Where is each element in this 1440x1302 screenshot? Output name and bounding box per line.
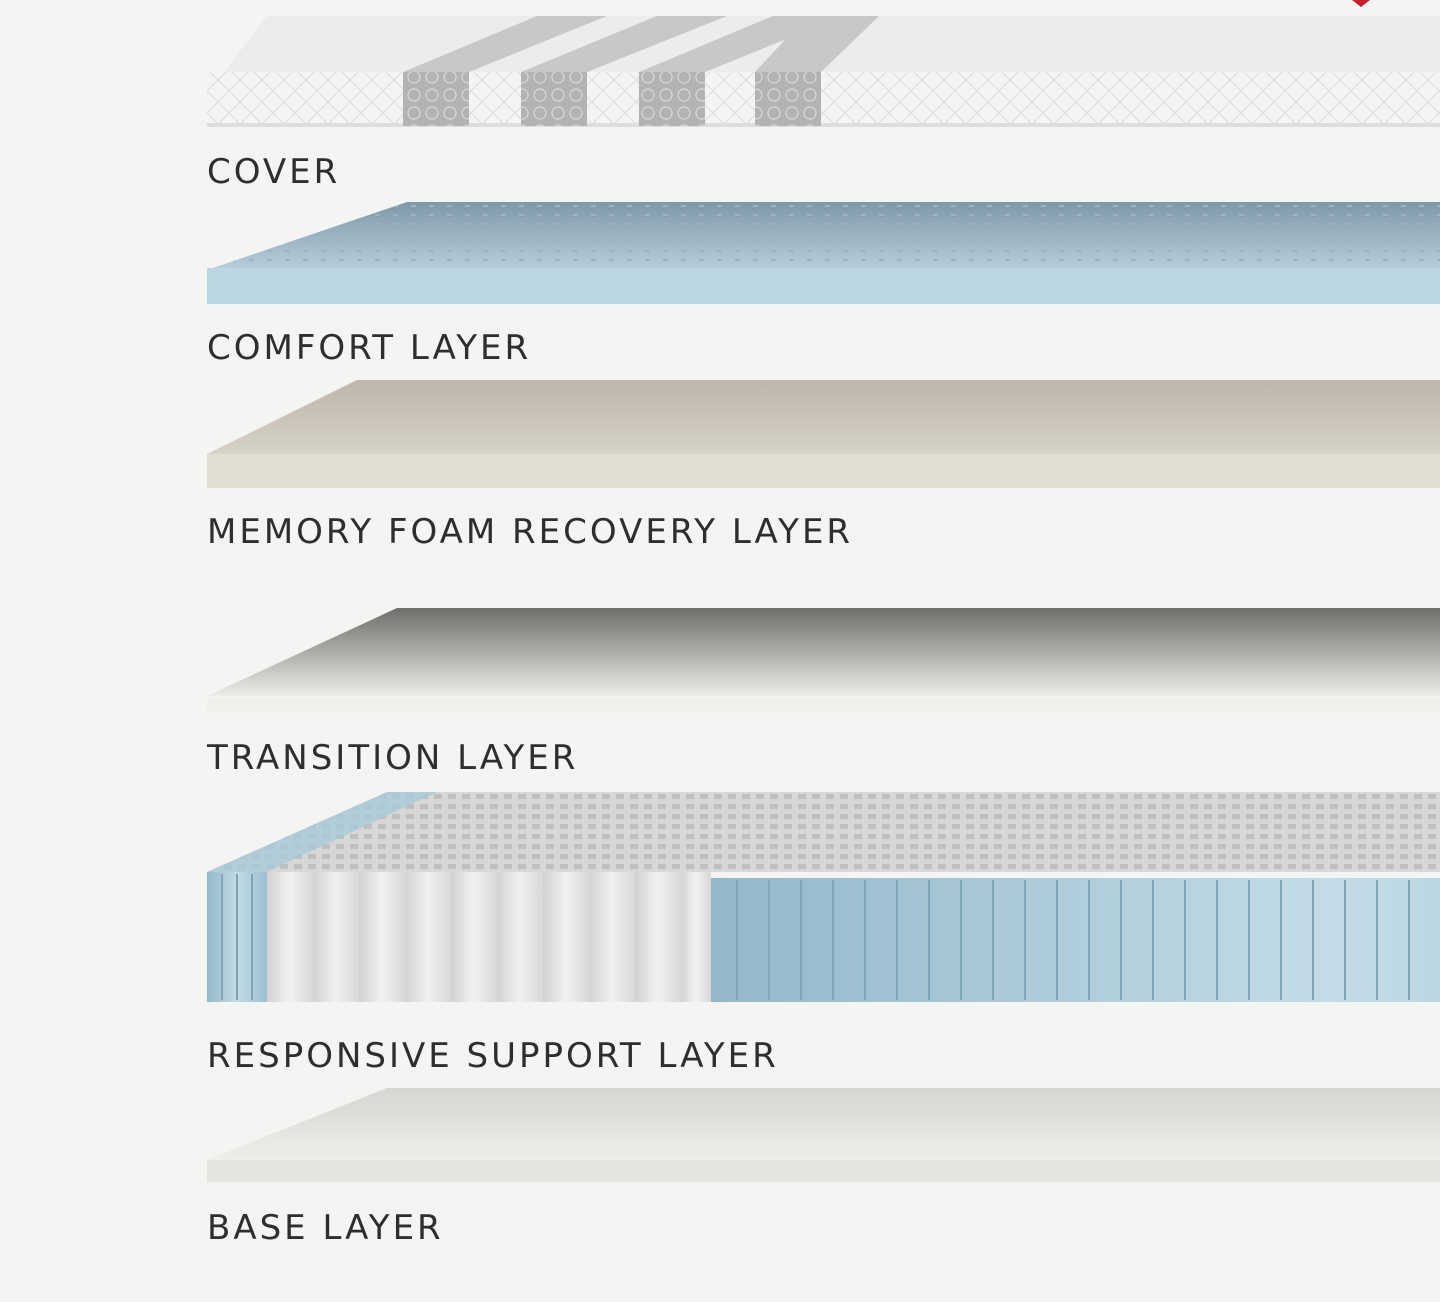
comfort-layer-label: COMFORT LAYER — [207, 328, 531, 368]
base-layer-image — [207, 1086, 1440, 1186]
base-layer-label: BASE LAYER — [207, 1208, 444, 1248]
responsive-support-layer-label: RESPONSIVE SUPPORT LAYER — [207, 1036, 779, 1076]
red-ribbon-icon — [1352, 0, 1370, 8]
transition-layer-label: TRANSITION LAYER — [207, 738, 578, 778]
memory-foam-layer-label: MEMORY FOAM RECOVERY LAYER — [207, 512, 853, 552]
responsive-support-layer-image — [207, 792, 1440, 1010]
cover-label: COVER — [207, 152, 340, 192]
comfort-layer-image — [207, 202, 1440, 306]
memory-foam-layer-image — [207, 380, 1440, 490]
cover-layer-image — [207, 14, 1440, 128]
transition-layer-image — [207, 606, 1440, 716]
